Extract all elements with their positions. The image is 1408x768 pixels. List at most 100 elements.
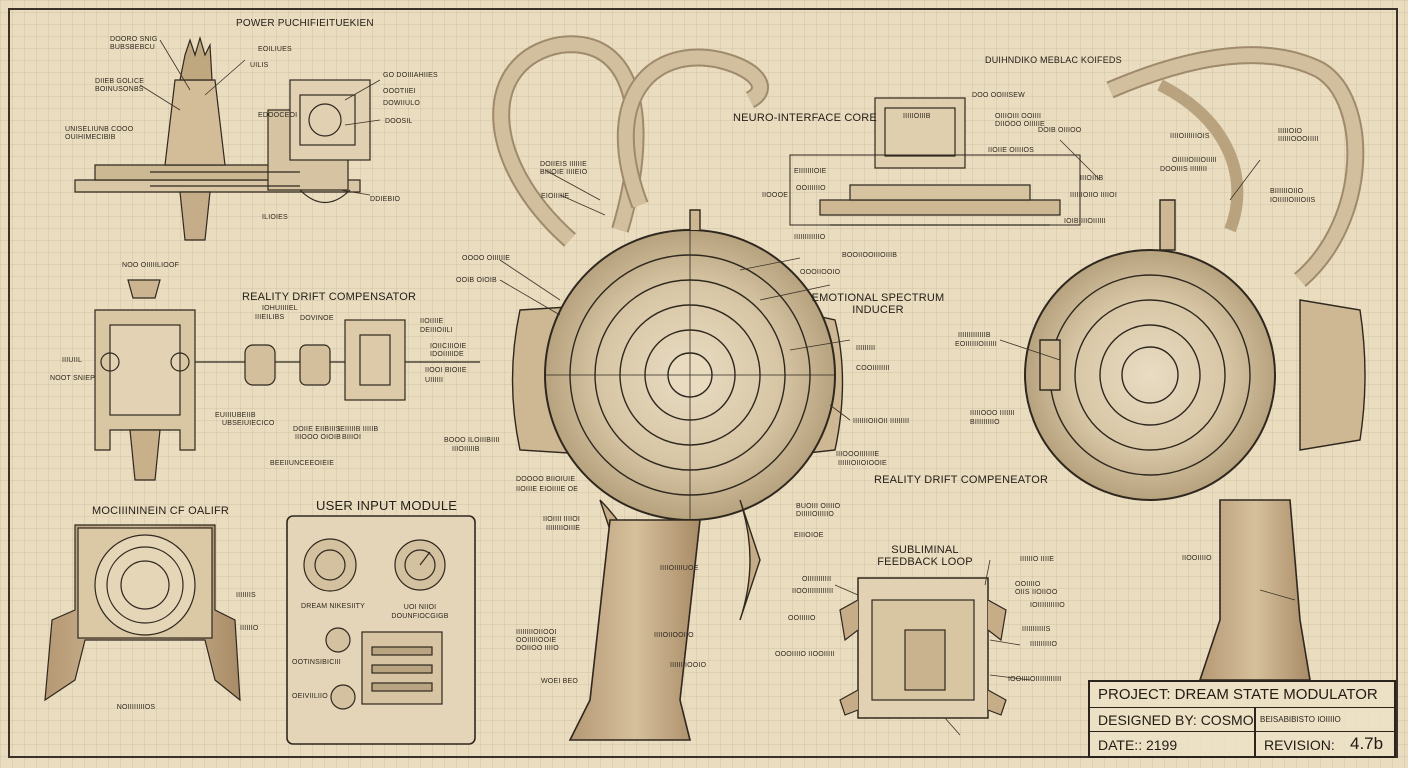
callout-center-left: IIOIIIE EIOIIIIE OE (516, 486, 579, 493)
reality-drift-left-drawing (94, 279, 480, 481)
callout-center-right: IIIIIIOIIO IIIIOI (1070, 192, 1117, 199)
callout-bracket: IIIIIIO (240, 625, 259, 632)
callout-center-left: OOIB OIOIB (456, 277, 497, 284)
callout-reality-left: BEEIIUNCEEOIEIE (270, 460, 335, 467)
callout-right: IIOOIIIIO (1182, 555, 1212, 562)
callout-center-right: DIIOOO OIIIIIE (995, 121, 1045, 128)
date: DATE:: 2199 (1098, 737, 1178, 753)
callout-center-left: OOOO OIIIIIIE (462, 255, 511, 262)
revision-label: REVISION: (1264, 737, 1335, 753)
title-neuro-core: NEURO-INTERFACE CORE (733, 112, 877, 124)
title-subliminal-1: SUBLIMINAL (891, 544, 959, 556)
callout-power: BOINUSONBS (95, 86, 144, 93)
callout-center-left: IIIIOIIOOIIO (654, 632, 694, 639)
callout-center-left: BIIIOIE IIIIEIO (540, 169, 588, 176)
callout-subliminal: IIIIIIO IIIIE (1020, 556, 1055, 563)
callout-right: IIIIOIIIIIIOIS (1170, 133, 1210, 140)
right-device-drawing (1024, 46, 1366, 681)
title-user-input: USER INPUT MODULE (316, 498, 458, 513)
callout-reality-left: DOIIE EIIBIIIS (293, 426, 341, 433)
callout-center-left: IIIIIIIIOIIIE (546, 525, 581, 532)
mounting-bracket-drawing (44, 524, 241, 702)
callout-center-right: IIOIIE OIIIIOS (988, 147, 1034, 154)
callout-right: EOIIIIIIOIIIIII (955, 341, 997, 348)
callout-power: DDIEBIO (370, 196, 401, 203)
callout-center-right: IIIIIIIOIIOII IIIIIIIII (853, 418, 910, 425)
callout-reality-left: IIIOOO OIOIB (295, 434, 341, 441)
callout-center-right: BOOIIOOIIIOIIIB (842, 252, 898, 259)
callout-center-left: DIIIIIOIIIIIO (796, 511, 834, 518)
callout-center-right: OOIIIIIIO (796, 185, 826, 192)
approval-stamp: BEISABIBISTO IOIIIIO (1260, 715, 1341, 724)
callout-power: EOILIUES (258, 46, 292, 53)
title-block: PROJECT: DREAM STATE MODULATOR DESIGNED … (1088, 680, 1396, 758)
callout-center-left: DOOOO BIIOIUIE (516, 476, 576, 483)
callout-right: IIIIIOOO IIIIIII (970, 410, 1015, 417)
title-mounting-bracket: MOCIIININEIN CF OALIFR (92, 505, 230, 517)
title-block-project-row: PROJECT: DREAM STATE MODULATOR (1090, 682, 1394, 708)
callout-power: DOWIIULO (383, 100, 420, 107)
title-dimension: DUIHNDIKO MEBLAC KOIFEDS (985, 55, 1122, 65)
callout-center-right: IIIIIIIII (856, 345, 876, 352)
callout-reality-left: IDOIIIIIDE (430, 351, 464, 358)
title-subliminal-2: FEEDBACK LOOP (877, 556, 973, 568)
callout-subliminal: OIIS IIOIIOO (1015, 589, 1058, 596)
callout-power: DIIEB GOLICE (95, 78, 145, 85)
callout-center-right: IOIBIIIIOIIIIII (1064, 218, 1106, 225)
callout-right: BIIIIIIIIIO (970, 419, 1000, 426)
callout-reality-left: IIIUIIL (62, 357, 83, 364)
callout-reality-left: NOOT SNIEP (50, 375, 96, 382)
callout-center-left: BUOIII OIIIIO (796, 503, 841, 510)
dial-left-label: DREAM NIKESIITY (300, 603, 366, 610)
subliminal-feedback-drawing (839, 577, 1007, 719)
dial-right-label-1: UOI NIIOI (403, 604, 437, 611)
callout-bracket: NOIIIIIIIIOS (116, 704, 156, 711)
sheet-border (8, 8, 1398, 758)
title-emotional-inducer-2: INDUCER (852, 304, 904, 316)
neuro-core-drawing (789, 97, 1081, 226)
callout-reality-left: BIIIOI (342, 434, 362, 441)
title-reality-drift-right: REALITY DRIFT COMPENEATOR (874, 474, 1049, 486)
callout-center-right: IIIOIIIB (1080, 175, 1104, 182)
callout-right: IIIIIIIIIIIIIB (958, 332, 991, 339)
callout-center-left: DOIIOO IIIIO (516, 645, 559, 652)
callout-reality-left: EUIIIUBEIIB (215, 412, 256, 419)
callout-center-left: EIIIOIOE (794, 532, 824, 539)
callout-center-right: IIIIIIIIIIIIO (794, 234, 826, 241)
dial-right-label-2: DOUNFIOCGIGB (391, 613, 449, 620)
callout-subliminal: OOIIIIIO (788, 615, 816, 622)
callout-center-left: IIIIOIIIIUOE (660, 565, 699, 572)
callout-center-right: OIIIOIII OOIIII (995, 113, 1042, 120)
callout-right: DOOIIIS IIIIIIII (1160, 166, 1208, 173)
callout-center-right: DOIB OIIIOO (1038, 127, 1082, 134)
callout-center-right: DOO OOIIISEW (972, 92, 1025, 99)
callout-reality-left: IOIICIIIOIE (430, 343, 467, 350)
callout-center-right: IIOOOE (762, 192, 789, 199)
power-unit-drawing (74, 35, 371, 241)
leader-lines (139, 39, 1296, 736)
callout-power: DOOSIL (385, 118, 413, 125)
callout-power: UNISELIUNB COOO (65, 126, 134, 133)
callout-right: IOIIIIIOIIIOIIS (1270, 197, 1316, 204)
callout-right: IIIIIIOOOIIIII (1278, 136, 1319, 143)
callout-reality-left: UBSEIUIECICO (222, 420, 275, 427)
callout-center-left: IIIOOOIIIIIIIE (836, 451, 880, 458)
callout-subliminal: IIIIIIIIIIIS (1022, 626, 1051, 633)
user-input-module-drawing (286, 515, 476, 745)
callout-center-left: IIIIIIOIIOIOOIE (838, 460, 887, 467)
callout-center-right: OOOIIOOIO (800, 269, 841, 276)
revision-value: 4.7b (1350, 734, 1384, 753)
callout-reality-left: NOO OIIIIILIOOF (122, 262, 180, 269)
callout-subliminal: IIIIIIIIIIO (1030, 641, 1058, 648)
callout-subliminal: IOOIIIIOIIIIIIIIIIII (1008, 676, 1062, 683)
title-power-unit: POWER PUCHIFIEITUEKIEN (236, 18, 374, 29)
callout-center-left: EIOIIIIIE (541, 193, 570, 200)
slider-label-top: OOTINSIBICIII (292, 659, 341, 666)
callout-power: DOORO SNIG (110, 36, 158, 43)
callout-power: EDOOCEOI (258, 112, 298, 119)
callout-right: BIIIIIIOIIO (1270, 188, 1304, 195)
callout-reality-left: IIOIIIIE (420, 318, 444, 325)
title-reality-drift-left: REALITY DRIFT COMPENSATOR (242, 291, 417, 303)
